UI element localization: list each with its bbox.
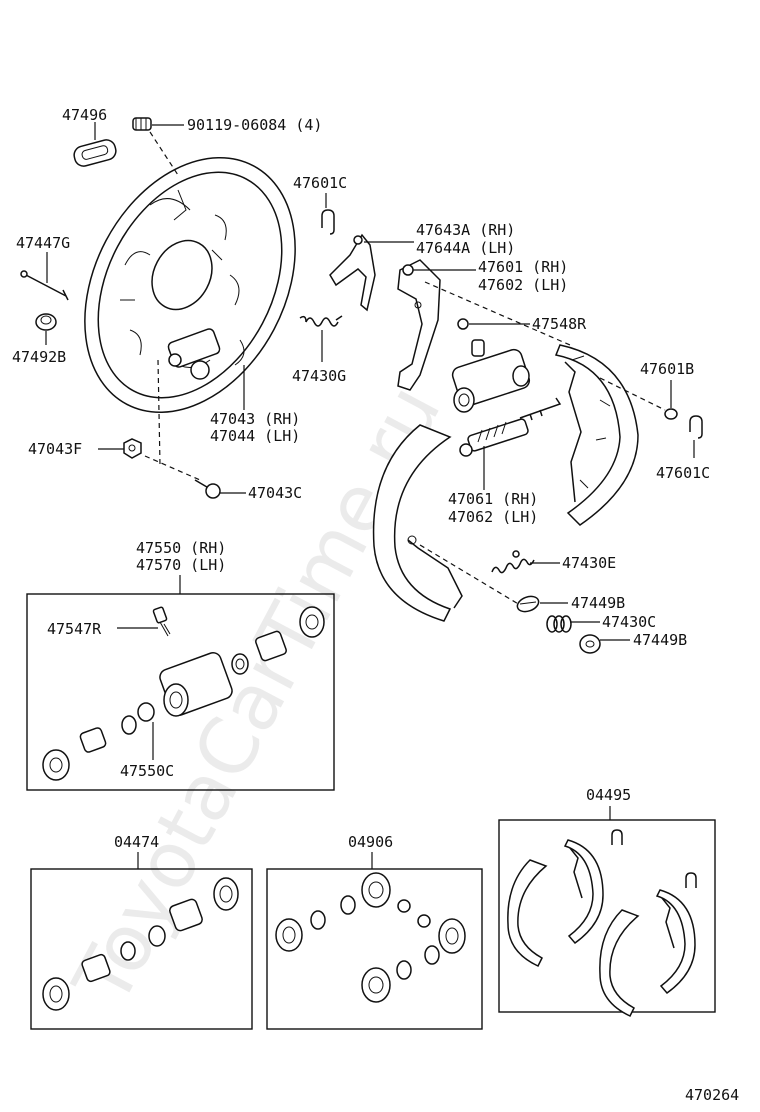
part-47447g-pin	[20, 270, 69, 301]
backing-plate-drawing	[84, 156, 296, 414]
diagram-id: 470264	[685, 1086, 739, 1104]
label-47601c-right: 47601C	[656, 464, 710, 482]
plate-mounted-cylinder	[167, 328, 221, 380]
label-47430g: 47430G	[292, 367, 346, 385]
part-47043f-nut	[123, 438, 142, 459]
part-47430e-spring	[491, 550, 535, 574]
label-47430e: 47430E	[562, 554, 616, 572]
part-47547r-bleeder-screw	[152, 606, 171, 637]
part-47492b-cup	[35, 313, 57, 331]
label-47496: 47496	[62, 106, 107, 124]
part-47449b-retainer-2	[579, 634, 601, 654]
label-90119: 90119-06084 (4)	[187, 116, 322, 134]
part-47550-cylinder-body	[42, 606, 325, 781]
label-47061: 47061 (RH)	[448, 490, 538, 508]
label-47430c: 47430C	[602, 613, 656, 631]
label-47644a: 47644A (LH)	[416, 239, 515, 257]
part-47601-parking-lever	[397, 259, 441, 391]
label-47601b: 47601B	[640, 360, 694, 378]
label-47043: 47043 (RH)	[210, 410, 300, 428]
label-47547r: 47547R	[47, 620, 102, 638]
label-47449b-1: 47449B	[571, 594, 625, 612]
part-47061-adjuster	[459, 397, 562, 457]
part-47449b-retainer-1	[516, 595, 540, 613]
part-brake-shoe-left	[372, 424, 463, 622]
label-47548r: 47548R	[532, 315, 587, 333]
label-47062: 47062 (LH)	[448, 508, 538, 526]
label-47643a: 47643A (RH)	[416, 221, 515, 239]
label-47601c-top: 47601C	[293, 174, 347, 192]
label-04495: 04495	[586, 786, 631, 804]
label-47602: 47602 (LH)	[478, 276, 568, 294]
label-47570: 47570 (LH)	[136, 556, 226, 574]
label-47550c: 47550C	[120, 762, 174, 780]
part-wheel-cylinder-assembly	[451, 339, 531, 413]
box-kit-04906	[266, 868, 483, 1030]
label-47043c: 47043C	[248, 484, 302, 502]
label-04906: 04906	[348, 833, 393, 851]
kit-04906-parts	[275, 872, 466, 1003]
part-47643a-lever	[329, 233, 376, 312]
box-shoe-kit-04495	[498, 819, 716, 1013]
part-90119-bolt	[132, 117, 152, 131]
label-47492b: 47492B	[12, 348, 66, 366]
label-04474: 04474	[114, 833, 159, 851]
label-47601: 47601 (RH)	[478, 258, 568, 276]
part-47496-plug	[73, 139, 117, 167]
label-47044: 47044 (LH)	[210, 427, 300, 445]
label-47447g: 47447G	[16, 234, 70, 252]
part-brake-shoe-right	[554, 344, 639, 526]
label-47043f: 47043F	[28, 440, 82, 458]
label-47449b-2: 47449B	[633, 631, 687, 649]
part-47601c-clip-right	[689, 415, 703, 439]
part-47043c-bolt	[194, 479, 221, 499]
part-47548r-bleeder	[457, 318, 469, 330]
kit-04495-parts	[507, 829, 697, 1017]
part-47601b-washer	[664, 408, 678, 420]
part-47601c-clip-top	[321, 209, 335, 235]
part-47430g-spring	[299, 315, 343, 327]
kit-04474-parts	[42, 877, 239, 1011]
label-47550: 47550 (RH)	[136, 539, 226, 557]
box-kit-04474	[30, 868, 253, 1030]
part-47430c-spring	[546, 615, 572, 633]
box-wheel-cylinder-kit	[26, 593, 335, 791]
